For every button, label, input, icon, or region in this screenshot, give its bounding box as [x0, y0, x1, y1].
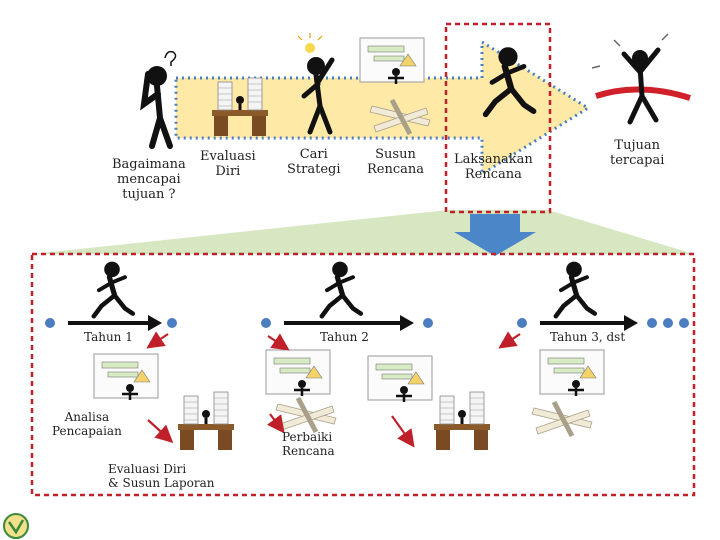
label-tujuan: Tujuan tercapai [610, 138, 665, 168]
label-tahun2: Tahun 2 [320, 330, 369, 344]
label-evaluasi: Evaluasi Diri [200, 149, 256, 179]
detail-box [30, 252, 696, 497]
label-bagaimana: Bagaimana mencapai tujuan ? [112, 157, 186, 202]
strategy-figure [297, 33, 335, 135]
label-evaluasi-laporan: Evaluasi Diri & Susun Laporan [108, 462, 215, 490]
plan-board-y2 [264, 348, 332, 398]
label-strategi: Cari Strategi [287, 147, 341, 177]
plan-board-y1 [92, 352, 160, 402]
cycle-arrows [146, 331, 521, 448]
highlight-box [444, 22, 552, 214]
plan-board-y2b [366, 354, 434, 404]
plan-board-icon [358, 36, 426, 86]
label-perbaiki: Perbaiki Rencana [282, 430, 335, 458]
label-rencana: Susun Rencana [367, 147, 425, 177]
runner-year2 [322, 262, 361, 317]
runner-year3 [556, 262, 595, 317]
label-tahun3: Tahun 3, dst [550, 330, 626, 344]
down-arrow [454, 214, 536, 256]
planks-y2 [276, 398, 336, 432]
label-laksanakan: Laksanakan Rencana [454, 152, 533, 182]
green-trapezoid [32, 210, 694, 254]
process-arrow [174, 39, 591, 177]
planks-y3 [532, 402, 592, 436]
label-tahun1: Tahun 1 [84, 330, 133, 344]
desk-y2 [432, 390, 492, 452]
runner-year1 [94, 262, 133, 317]
label-analisa: Analisa Pencapaian [52, 410, 122, 438]
goal-figure [591, 33, 691, 125]
desk-y1 [176, 390, 236, 452]
plan-board-y3 [538, 348, 606, 398]
logo-icon [3, 513, 29, 539]
timeline [45, 315, 689, 331]
thinking-figure [140, 50, 177, 149]
